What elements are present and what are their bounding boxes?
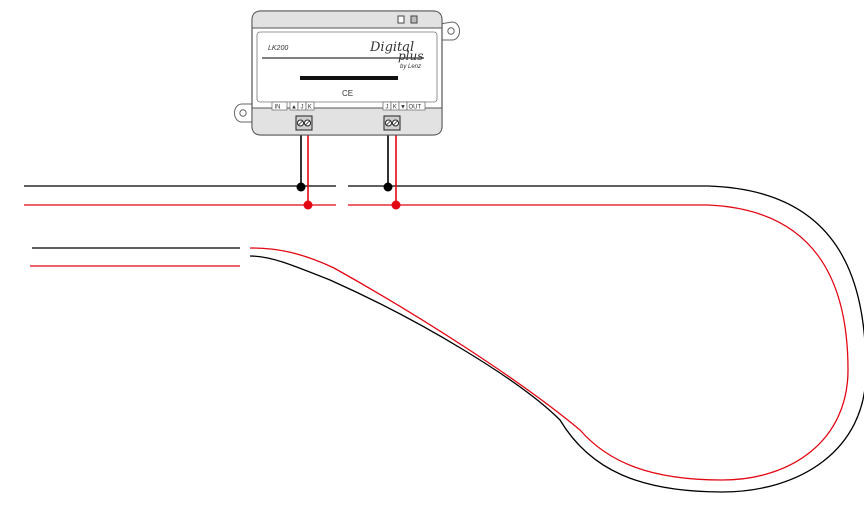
ce-mark: CE [342, 89, 353, 98]
out-connection-red [391, 200, 401, 210]
in-terminal-labels: IN ▲ J K [271, 101, 315, 111]
mount-hole-right-icon [447, 27, 455, 35]
out-screw-1-slot-icon [386, 120, 391, 126]
module-top-band [251, 10, 443, 29]
in-screw-1-slot-icon [298, 120, 303, 126]
out-j-label: J [386, 105, 389, 111]
out-arrow-down-icon: ▼ [400, 105, 406, 111]
in-k-label: K [308, 105, 312, 111]
module-bottom-band [251, 107, 443, 136]
model-label: LK200 [268, 45, 288, 52]
brand-text-digital: Digital [369, 40, 414, 55]
loop-rail-outer-black [249, 185, 864, 493]
lk200-module: LK200 Digital plus by Lenz CE IN ▲ J K J… [234, 10, 460, 136]
in-j-label: J [301, 105, 304, 111]
in-label-box [271, 101, 288, 111]
feeder-wires [300, 128, 397, 205]
in-label: IN [275, 105, 281, 111]
out-screw-2-slot-icon [393, 120, 398, 126]
led-2-icon [410, 15, 418, 24]
led-1-icon [397, 15, 405, 24]
loop-rail-inner-red [249, 204, 849, 481]
in-connection-red [303, 200, 313, 210]
brand-text-plus: plus [398, 49, 423, 63]
module-label-panel [256, 31, 438, 103]
in-arrow-up-icon: ▲ [291, 105, 297, 111]
out-screw-terminal [383, 115, 401, 131]
in-connection-black [296, 182, 306, 192]
out-label-box [406, 101, 426, 111]
in-screw-terminal [295, 115, 313, 131]
out-terminal-labels: J K ▼ OUT [382, 101, 426, 111]
in-screw-2-slot-icon [305, 120, 310, 126]
label-black-bar [300, 76, 398, 80]
out-label: OUT [409, 105, 422, 111]
out-connection-black [383, 182, 393, 192]
out-k-label: K [393, 105, 397, 111]
brand-text-by-lenz: by Lenz [400, 64, 421, 70]
connection-points [296, 182, 401, 210]
track-layout [24, 185, 864, 493]
in-k-box [305, 101, 315, 111]
mount-hole-left-icon [239, 109, 247, 117]
